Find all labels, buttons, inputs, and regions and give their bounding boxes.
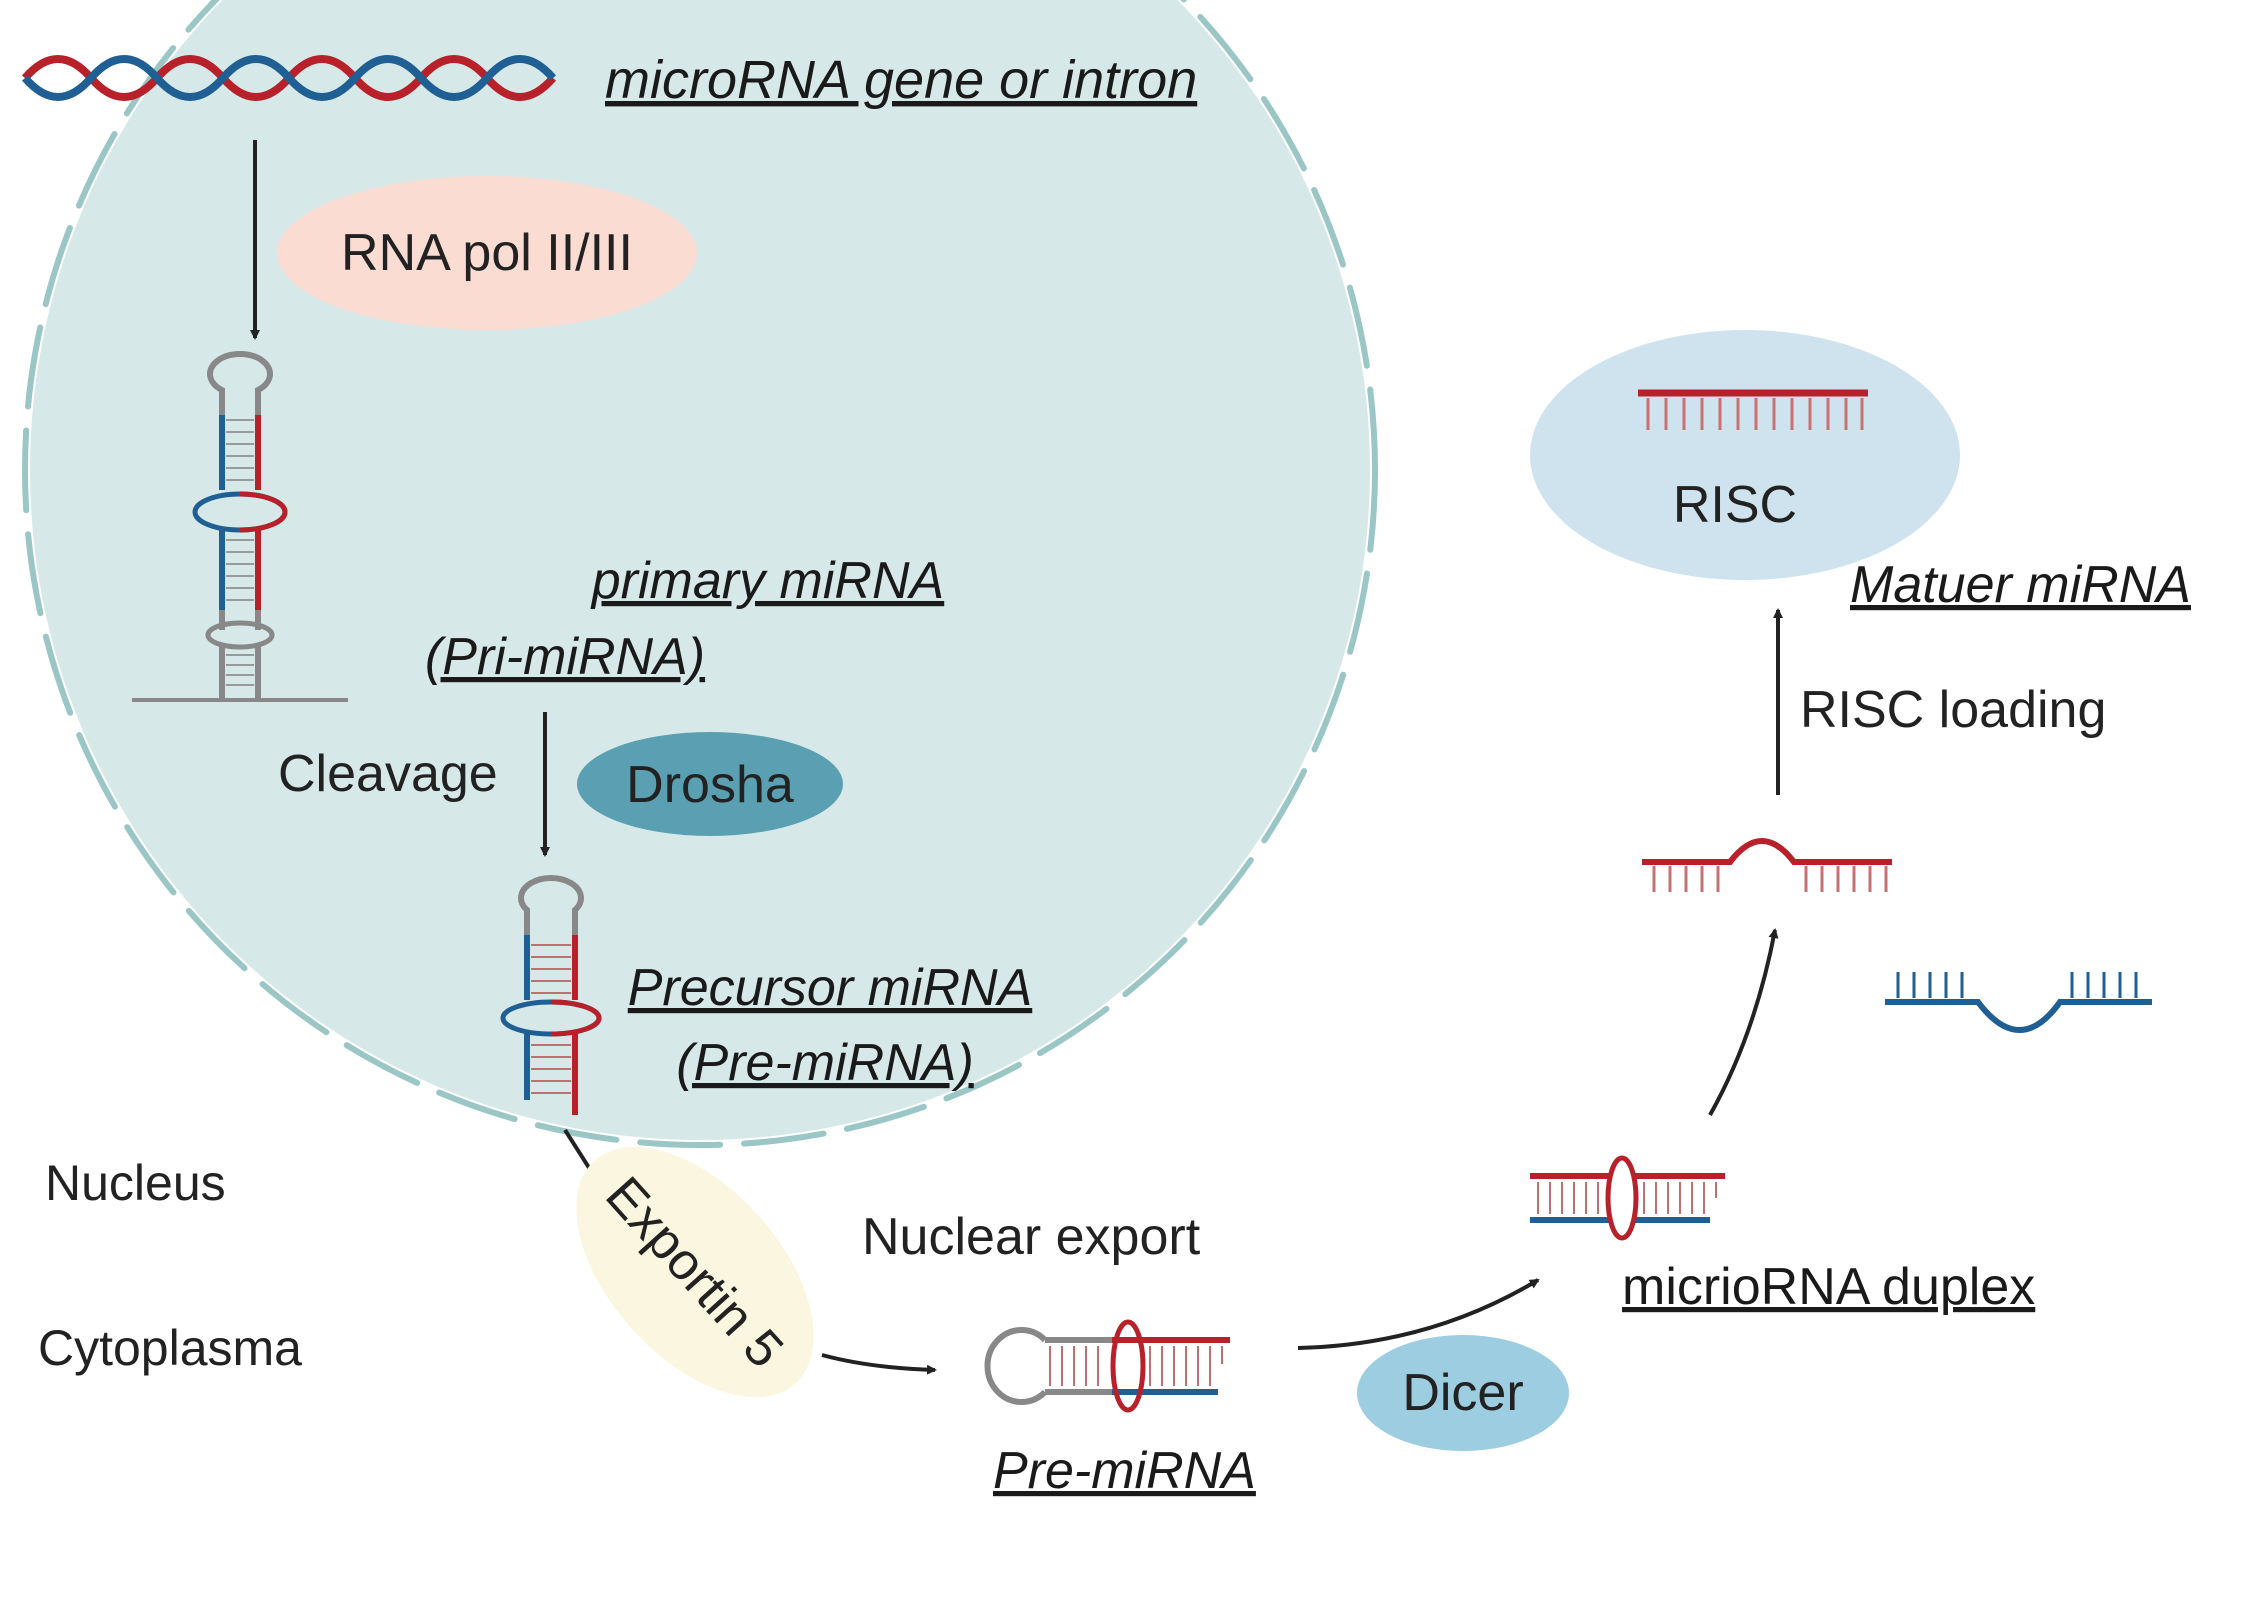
risc-complex: RISC bbox=[1530, 330, 1960, 580]
pre-mirna-cytoplasm-label: Pre-miRNA bbox=[993, 1442, 1256, 1500]
nuclear-membrane bbox=[22, 0, 1378, 1148]
mirna-duplex-icon bbox=[1530, 1155, 1725, 1241]
dicer-enzyme: Dicer bbox=[1357, 1335, 1569, 1451]
mature-mirna-label: Matuer miRNA bbox=[1850, 556, 2191, 614]
risc-label: RISC bbox=[1673, 476, 1797, 534]
risc-loading-label: RISC loading bbox=[1800, 681, 2106, 739]
dicer-arrow bbox=[1297, 1278, 1540, 1350]
pre-mirna-nuclear-label: (Pre-miRNA) bbox=[676, 1034, 974, 1092]
primary-mirna-label: primary miRNA bbox=[590, 552, 944, 610]
passenger-strand-icon bbox=[1885, 972, 2152, 1033]
duplex-label: micrioRNA duplex bbox=[1622, 1258, 2035, 1316]
cytoplasmic-pre-mirna-icon bbox=[984, 1319, 1230, 1413]
nucleus-label: Nucleus bbox=[45, 1155, 226, 1211]
dicer-label: Dicer bbox=[1402, 1364, 1523, 1422]
cleavage-label: Cleavage bbox=[278, 745, 498, 803]
pri-mirna-label: (Pri-miRNA) bbox=[425, 628, 705, 686]
precursor-mirna-label: Precursor miRNA bbox=[628, 959, 1033, 1017]
pri-mirna-hairpin-icon bbox=[132, 351, 348, 702]
dna-helix-icon bbox=[21, 55, 557, 101]
nuclear-export-arrow bbox=[821, 1353, 937, 1375]
strand-separation-arrow bbox=[1708, 928, 1779, 1116]
cytoplasma-label: Cytoplasma bbox=[38, 1320, 302, 1376]
rna-pol-label: RNA pol II/III bbox=[341, 224, 633, 282]
precursor-hairpin-icon bbox=[500, 875, 602, 1115]
guide-strand-icon bbox=[1642, 838, 1892, 892]
rna-pol-enzyme: RNA pol II/III bbox=[277, 176, 697, 330]
nuclear-export-label: Nuclear export bbox=[862, 1208, 1201, 1266]
drosha-label: Drosha bbox=[626, 756, 794, 814]
gene-label: microRNA gene or intron bbox=[605, 50, 1197, 110]
drosha-enzyme: Drosha bbox=[577, 732, 843, 836]
